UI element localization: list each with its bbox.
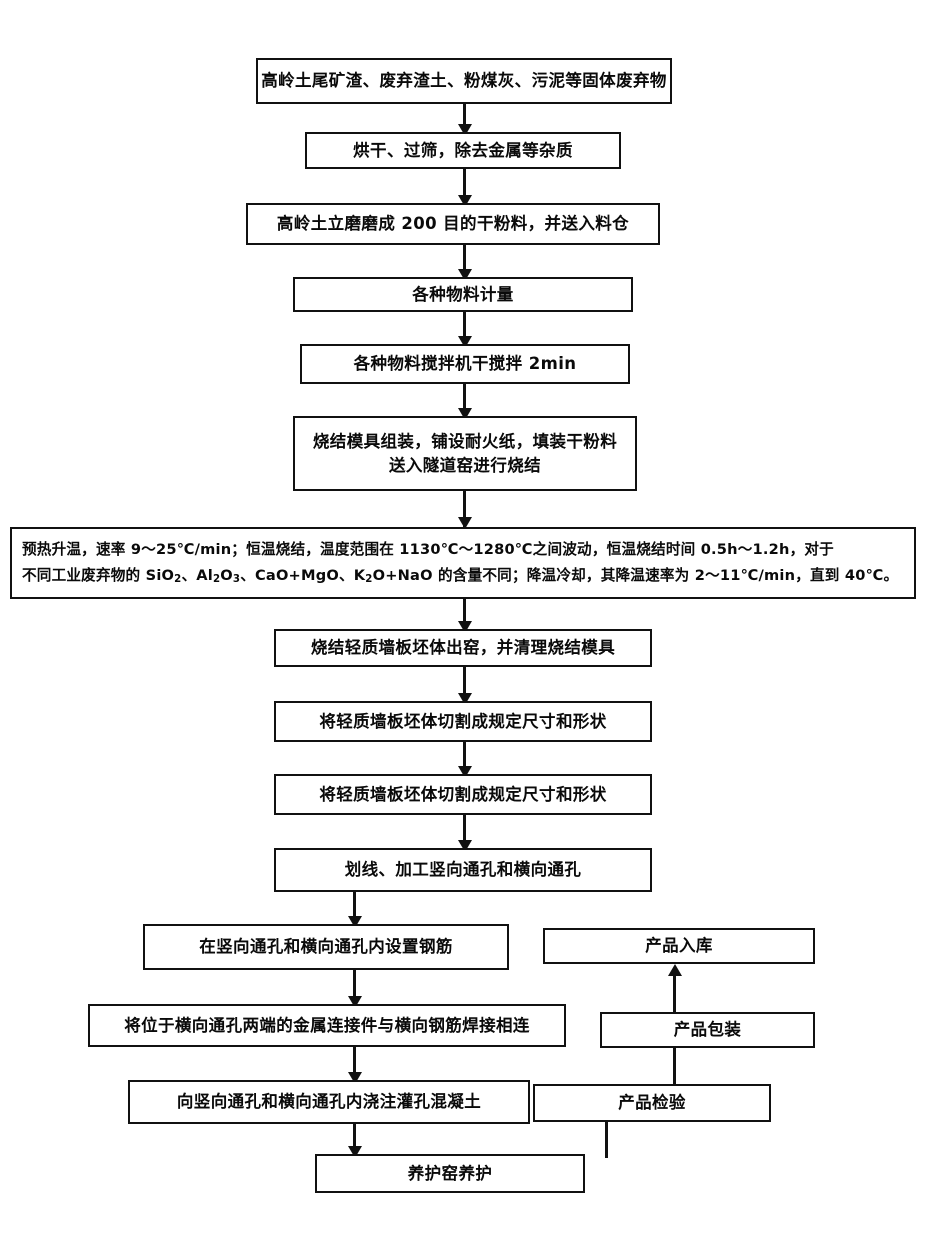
process-node-dry-mixing[interactable]: 各种物料搅拌机干搅拌 2min (300, 344, 630, 384)
node-label: 产品检验 (618, 1093, 686, 1113)
connector-r2-r1 (673, 968, 676, 1012)
process-node-product-warehousing[interactable]: 产品入库 (543, 928, 815, 964)
process-node-raw-materials[interactable]: 高岭土尾矿渣、废弃渣土、粉煤灰、污泥等固体废弃物 (256, 58, 672, 104)
connector-n2-n3 (463, 169, 466, 203)
process-node-drying-sieving[interactable]: 烘干、过筛，除去金属等杂质 (305, 132, 621, 169)
node-label: 烧结轻质墙板坯体出窑，并清理烧结模具 (310, 638, 616, 658)
paragraph-line-2: 不同工业废弃物的 SiO2、Al2O3、CaO+MgO、K2O+NaO 的含量不… (22, 566, 899, 585)
process-node-curing-kiln[interactable]: 养护窑养护 (315, 1154, 585, 1193)
node-label: 将轻质墙板坯体切割成规定尺寸和形状 (319, 711, 607, 731)
arrowhead-r2-r1 (667, 964, 682, 976)
connector-r3-r2 (673, 1040, 676, 1084)
process-node-pour-grout-concrete[interactable]: 向竖向通孔和横向通孔内浇注灌孔混凝土 (128, 1080, 530, 1124)
process-node-product-inspection[interactable]: 产品检验 (533, 1084, 771, 1122)
connector-n12-n13 (353, 970, 356, 1004)
process-node-install-rebar[interactable]: 在竖向通孔和横向通孔内设置钢筋 (143, 924, 509, 970)
node-label-line-2: 送入隧道窑进行烧结 (388, 455, 542, 475)
node-label: 养护窑养护 (407, 1163, 493, 1183)
connector-n13-n14 (353, 1047, 356, 1080)
connector-n1-n2 (463, 104, 466, 132)
node-label: 产品包装 (673, 1020, 742, 1040)
connector-n10-n11 (463, 815, 466, 848)
process-node-marking-drilling-holes[interactable]: 划线、加工竖向通孔和横向通孔 (274, 848, 652, 892)
connector-n7-n8 (463, 599, 466, 629)
node-label: 各种物料计量 (412, 284, 514, 304)
process-node-cutting-1[interactable]: 将轻质墙板坯体切割成规定尺寸和形状 (274, 701, 652, 742)
connector-n15-r3 (605, 1112, 608, 1158)
process-node-sintering-curve-parameters[interactable]: 预热升温，速率 9～25℃/min；恒温烧结，温度范围在 1130℃～1280℃… (10, 527, 916, 599)
connector-n9-n10 (463, 742, 466, 774)
node-label: 将轻质墙板坯体切割成规定尺寸和形状 (319, 784, 607, 804)
node-label: 划线、加工竖向通孔和横向通孔 (344, 860, 582, 880)
node-label: 产品入库 (645, 936, 713, 956)
paragraph-line-1: 预热升温，速率 9～25℃/min；恒温烧结，温度范围在 1130℃～1280℃… (22, 541, 834, 559)
node-label: 烘干、过筛，除去金属等杂质 (353, 140, 573, 160)
node-label: 各种物料搅拌机干搅拌 2min (353, 354, 577, 374)
connector-n6-n7 (463, 491, 466, 527)
connector-n4-n5 (463, 312, 466, 344)
process-node-unload-kiln-clean-mould[interactable]: 烧结轻质墙板坯体出窑，并清理烧结模具 (274, 629, 652, 667)
process-node-vertical-milling[interactable]: 高岭土立磨磨成 200 目的干粉料，并送入料仓 (246, 203, 660, 245)
node-label: 将位于横向通孔两端的金属连接件与横向钢筋焊接相连 (124, 1015, 530, 1035)
connector-n3-n4 (463, 245, 466, 277)
arrowhead-n6-n7 (457, 517, 472, 529)
connector-n5-n6 (463, 384, 466, 416)
node-label: 高岭土尾矿渣、废弃渣土、粉煤灰、污泥等固体废弃物 (261, 71, 667, 91)
process-node-cutting-2[interactable]: 将轻质墙板坯体切割成规定尺寸和形状 (274, 774, 652, 815)
process-node-material-metering[interactable]: 各种物料计量 (293, 277, 633, 312)
node-label: 向竖向通孔和横向通孔内浇注灌孔混凝土 (176, 1092, 482, 1112)
process-node-mould-assembly-sintering[interactable]: 烧结模具组装，铺设耐火纸，填装干粉料 送入隧道窑进行烧结 (293, 416, 637, 491)
process-node-product-packaging[interactable]: 产品包装 (600, 1012, 815, 1048)
node-label-line-1: 烧结模具组装，铺设耐火纸，填装干粉料 (312, 432, 618, 452)
node-label: 在竖向通孔和横向通孔内设置钢筋 (199, 937, 453, 957)
connector-n11-n12 (353, 892, 356, 924)
connector-n14-n15 (353, 1124, 356, 1154)
connector-n8-n9 (463, 667, 466, 701)
node-label: 高岭土立磨磨成 200 目的干粉料，并送入料仓 (276, 214, 630, 234)
process-node-weld-connectors[interactable]: 将位于横向通孔两端的金属连接件与横向钢筋焊接相连 (88, 1004, 566, 1047)
